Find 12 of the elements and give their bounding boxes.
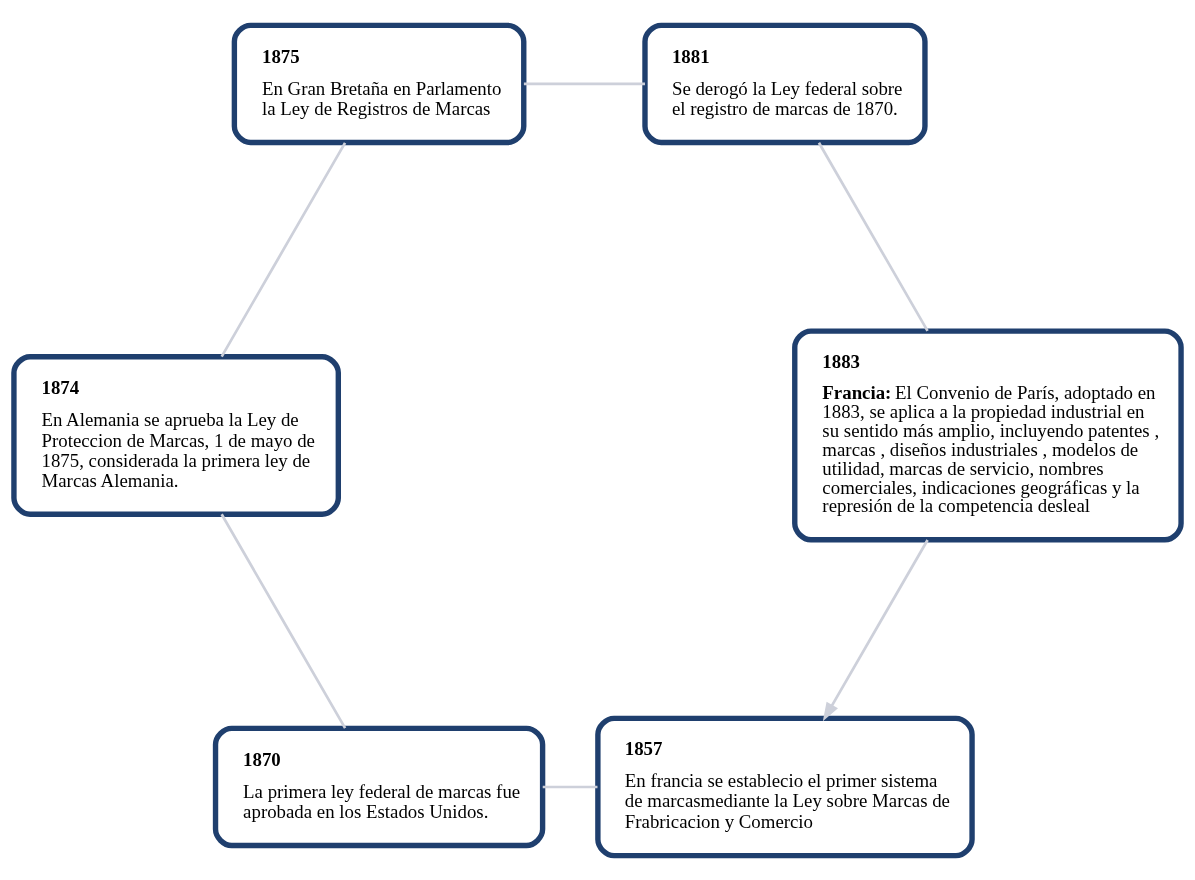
node-box: 1875 En Gran Bretaña en Parlamento la Ley de Registros de Marcas — [231, 22, 527, 145]
node-box: 1881 Se derogó la Ley federal sobre el registro de marcas de 1870. — [642, 22, 928, 145]
connector — [220, 141, 347, 357]
connector — [817, 141, 929, 332]
connector — [220, 513, 347, 729]
connector — [542, 785, 598, 788]
node-box: 1874 En Alemania se aprueba la Ley de Proteccion de Marcas, 1 de mayo de 1875, considerada la primera ley de Marcas Alemania. — [11, 353, 341, 517]
node-box: 1883 Francia: El Convenio de París, adoptado en 1883, se aplica a la propiedad industrial en su sentido más amplio, incluyendo patentes , marcas , diseños industriales , modelos de utilidad, marcas de servicio, nombres comerciales, indicaciones geográficas y la represión de la competencia desleal — [792, 327, 1184, 542]
node-box: 1870 La primera ley federal de marcas fue aprobada en los Estados Unidos. — [212, 725, 546, 848]
node-box: 1857 En francia se establecio el primer sistema de marcasmediante la Ley sobre Marcas de Frabricacion y Comercio — [595, 715, 975, 858]
arrow — [822, 538, 929, 721]
connector — [523, 82, 645, 85]
